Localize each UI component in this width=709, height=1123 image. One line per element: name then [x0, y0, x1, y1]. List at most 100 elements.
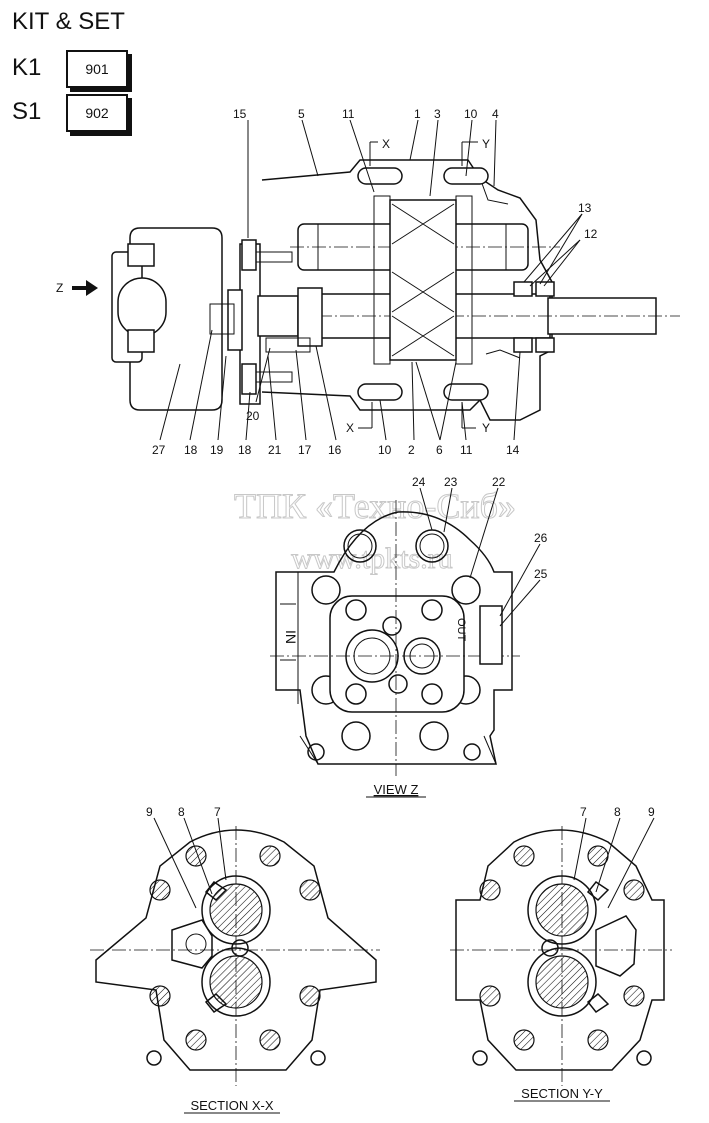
view-z-flange-outline: [275, 511, 513, 765]
view-z-in-mark: IN: [283, 630, 299, 644]
callout-2: 2: [408, 443, 415, 457]
section-xx-bolt: [299, 985, 321, 1007]
section-yy-mount-hole: [636, 1050, 652, 1066]
callout-25: 25: [534, 567, 548, 581]
callout-4: 4: [492, 107, 499, 121]
section-xx-mount-hole: [310, 1050, 326, 1066]
view-z-small-fitting: [382, 616, 402, 636]
section-xx-side-port: [171, 919, 213, 969]
section-xx-seal-bottom: [204, 992, 228, 1014]
callout-15: 15: [233, 107, 247, 121]
callout-9-left: 9: [146, 805, 153, 819]
oil-seal-lower: [513, 337, 533, 353]
callout-7-left: 7: [214, 805, 221, 819]
dowel-pin-top-left: [357, 167, 403, 185]
section-x-bottom-mark: [358, 402, 373, 429]
kit-number-box-k1[interactable]: 901: [66, 50, 128, 88]
adapter-nut-top: [127, 243, 155, 267]
section-yy-bolt: [513, 1029, 535, 1051]
callout-8-left: 8: [178, 805, 185, 819]
callout-19: 19: [210, 443, 224, 457]
view-z-bolt-hole-inner: [419, 533, 445, 559]
watermark: ТПК «Техно-Сиб» www.tpkts.ru: [234, 486, 517, 576]
view-z-mount-hole: [307, 743, 325, 761]
callout-8-right: 8: [614, 805, 621, 819]
kit-number-box-s1[interactable]: 902: [66, 94, 128, 132]
callout-18-right: 18: [238, 443, 252, 457]
view-z-cover-bolt: [421, 599, 443, 621]
view-z-cover-bolt: [345, 683, 367, 705]
section-xx-bolt: [299, 879, 321, 901]
coupling-sleeve: [297, 287, 323, 347]
callout-22: 22: [492, 475, 506, 489]
callout-26: 26: [534, 531, 548, 545]
section-x-bottom-label: X: [346, 421, 354, 435]
kit-code-s1: S1: [12, 98, 42, 125]
bolt-head-top: [241, 239, 257, 271]
callout-11-top: 11: [342, 107, 355, 121]
section-yy-outline: [455, 829, 665, 1071]
section-yy-side-port: [595, 915, 637, 977]
dowel-pin-bottom-right: [443, 383, 489, 401]
section-xx-bolt: [149, 879, 171, 901]
section-x-top-label: X: [382, 137, 390, 151]
bushing-right: [455, 195, 473, 365]
view-z-bolt-hole: [311, 575, 341, 605]
section-yy-bolt: [479, 985, 501, 1007]
view-z-small-fitting: [388, 674, 408, 694]
view-z-bolt-hole: [451, 575, 481, 605]
section-yy-bolt: [587, 1029, 609, 1051]
section-y-bottom-label: Y: [482, 421, 490, 435]
callout-17: 17: [298, 443, 312, 457]
section-x-top-mark: [369, 141, 378, 166]
leader-lines: [159, 119, 583, 441]
section-xx-bolt: [185, 1029, 207, 1051]
coupling-hub: [257, 295, 299, 337]
gear-block: [389, 199, 457, 361]
callout-12: 12: [584, 227, 598, 241]
adapter-neck: [209, 303, 235, 335]
section-xx-mount-hole: [146, 1050, 162, 1066]
section-yy-drawing: 7 8 9 SECTION Y-Y: [450, 805, 672, 1102]
view-z-bolt-hole: [343, 529, 377, 563]
section-xx-outline: [95, 829, 377, 1071]
callout-14: 14: [506, 443, 520, 457]
bolt-shank-bottom: [255, 371, 293, 383]
oil-seal-lower-2: [535, 337, 555, 353]
callout-11-bottom: 11: [460, 443, 473, 457]
view-z-bolt-hole: [419, 721, 449, 751]
section-xx-bolt: [259, 845, 281, 867]
view-z-drawing: IN OUT 24 23 22 26 25 VIEW Z: [270, 475, 548, 798]
section-yy-leader-lines: [573, 817, 655, 909]
callout-21: 21: [268, 443, 282, 457]
main-cross-section: Z X Y X Y: [56, 107, 680, 457]
view-z-name-plate: [479, 605, 503, 665]
section-yy-caption: SECTION Y-Y: [521, 1086, 603, 1101]
view-z-out-mark: OUT: [455, 618, 467, 642]
section-xx-caption: SECTION X-X: [190, 1098, 273, 1113]
section-xx-port-hole: [185, 933, 207, 955]
section-xx-seal-top: [204, 880, 228, 902]
flange-spigot: [227, 289, 243, 351]
housing-edge: [479, 177, 509, 205]
callout-16: 16: [328, 443, 342, 457]
bolt-head-bottom: [241, 363, 257, 395]
view-z-leader-lines: [419, 487, 541, 627]
coupling-washer: [265, 337, 311, 353]
section-yy-seal-top: [586, 880, 610, 902]
adapter-nut-bottom: [127, 329, 155, 353]
callout-3: 3: [434, 107, 441, 121]
kit-code-k1: K1: [12, 54, 42, 81]
view-z-cover-bolt: [421, 683, 443, 705]
callout-10-bottom: 10: [378, 443, 392, 457]
gear-cross-marks: [391, 203, 455, 357]
callout-18-left: 18: [184, 443, 198, 457]
callout-27: 27: [152, 443, 166, 457]
section-xx-center-hole: [231, 939, 249, 957]
view-z-cover-bolt: [345, 599, 367, 621]
callout-20: 20: [246, 409, 260, 423]
section-xx-drawing: 9 8 7 SECTION X-X: [90, 805, 380, 1114]
oil-seal-upper-2: [535, 281, 555, 297]
section-yy-mount-hole: [472, 1050, 488, 1066]
watermark-company: ТПК «Техно-Сиб»: [234, 486, 516, 526]
